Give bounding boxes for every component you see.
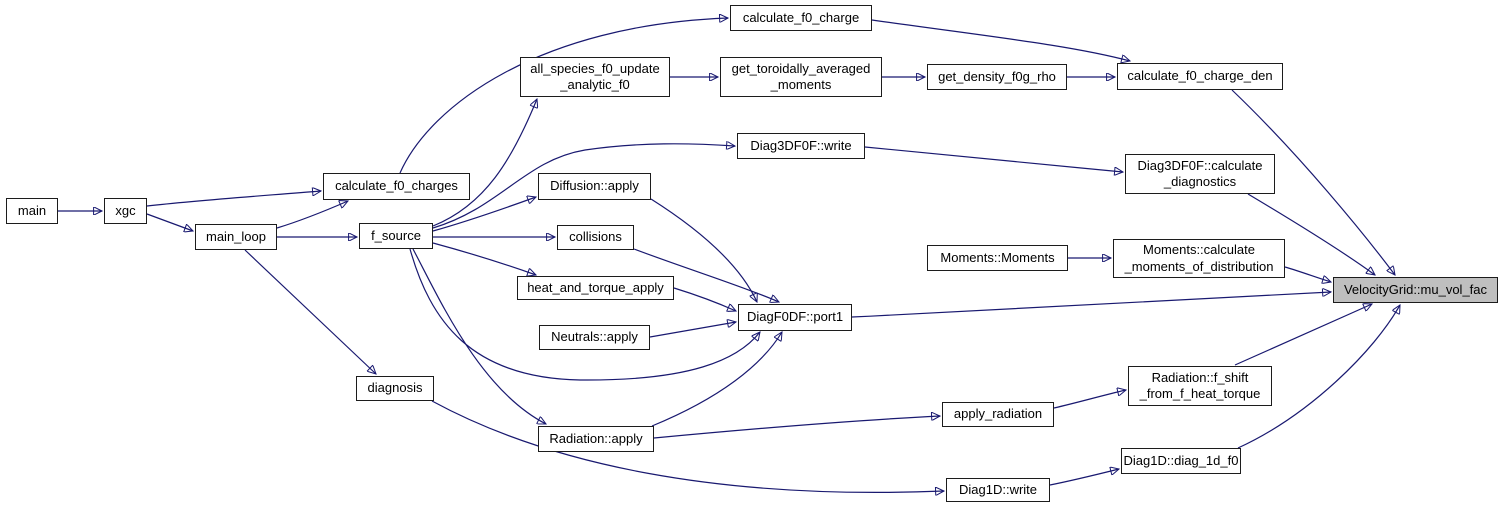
node-get-density-f0g-rho[interactable]: get_density_f0g_rho xyxy=(927,64,1067,90)
node-get-toroidally-averaged-moments[interactable]: get_toroidally_averaged _moments xyxy=(720,57,882,97)
node-calculate-f0-charge[interactable]: calculate_f0_charge xyxy=(730,5,872,31)
node-diag3df0f-calculate-diagnostics[interactable]: Diag3DF0F::calculate _diagnostics xyxy=(1125,154,1275,194)
node-velocitygrid-mu-vol-fac: VelocityGrid::mu_vol_fac xyxy=(1333,277,1498,303)
edge-diag1d_write-diag_1d_f0 xyxy=(1049,469,1119,486)
edge-xgc-main_loop xyxy=(146,213,193,231)
node-neutrals-apply[interactable]: Neutrals::apply xyxy=(539,325,650,350)
edge-f_source-diffusion_apply xyxy=(432,197,536,232)
node-diag3df0f-write[interactable]: Diag3DF0F::write xyxy=(737,133,865,159)
edge-calculate_diagnostics-mu_vol_fac xyxy=(1247,193,1375,275)
edge-xgc-calculate_f0_charges xyxy=(146,191,321,207)
node-f-source[interactable]: f_source xyxy=(359,223,433,249)
edge-calculate_f0_charge_den-mu_vol_fac xyxy=(1231,89,1395,275)
node-moments-calculate-moments-of-distribution[interactable]: Moments::calculate _moments_of_distribut… xyxy=(1113,239,1285,278)
node-diagf0df-port1[interactable]: DiagF0DF::port1 xyxy=(738,304,852,331)
edge-diffusion_apply-diagf0df_port1 xyxy=(650,198,757,302)
node-radiation-apply[interactable]: Radiation::apply xyxy=(538,426,654,452)
edge-f_source-radiation_apply xyxy=(412,248,546,425)
node-diagnosis[interactable]: diagnosis xyxy=(356,376,434,401)
node-radiation-f-shift-from-f-heat-torque[interactable]: Radiation::f_shift _from_f_heat_torque xyxy=(1128,366,1272,406)
edge-radiation_apply-diagf0df_port1 xyxy=(651,332,782,427)
node-all-species-f0-update-analytic-f0[interactable]: all_species_f0_update _analytic_f0 xyxy=(520,57,670,97)
node-xgc[interactable]: xgc xyxy=(104,198,147,224)
edge-moments_calculate-mu_vol_fac xyxy=(1284,266,1331,282)
node-collisions[interactable]: collisions xyxy=(557,225,634,250)
edge-apply_radiation-f_shift xyxy=(1053,390,1126,409)
node-calculate-f0-charge-den[interactable]: calculate_f0_charge_den xyxy=(1117,63,1283,90)
edge-f_source-diag3df0f_write xyxy=(432,144,735,229)
edge-radiation_apply-apply_radiation xyxy=(653,416,940,439)
edge-f_source-diagf0df_port1 xyxy=(409,248,760,381)
edge-calculate_f0_charge-calculate_f0_charge_den xyxy=(871,19,1130,61)
edge-f_source-heat_and_torque_apply xyxy=(432,242,536,275)
node-calculate-f0-charges[interactable]: calculate_f0_charges xyxy=(323,173,470,200)
node-diffusion-apply[interactable]: Diffusion::apply xyxy=(538,173,651,200)
node-moments-moments[interactable]: Moments::Moments xyxy=(927,245,1068,271)
edge-diagnosis-diag1d_write xyxy=(431,400,944,492)
edge-calculate_f0_charges-calculate_f0_charge xyxy=(399,18,728,174)
edge-neutrals_apply-diagf0df_port1 xyxy=(649,322,736,338)
node-heat-and-torque-apply[interactable]: heat_and_torque_apply xyxy=(517,276,674,300)
edge-diagf0df_port1-mu_vol_fac xyxy=(851,292,1331,318)
node-apply-radiation[interactable]: apply_radiation xyxy=(942,402,1054,427)
edge-main_loop-calculate_f0_charges xyxy=(276,201,348,229)
edge-f_shift-mu_vol_fac xyxy=(1234,304,1372,366)
node-diag1d-write[interactable]: Diag1D::write xyxy=(946,478,1050,502)
node-diag1d-diag-1d-f0[interactable]: Diag1D::diag_1d_f0 xyxy=(1121,448,1241,474)
edge-main_loop-diagnosis xyxy=(244,249,376,374)
node-main[interactable]: main xyxy=(6,198,58,224)
node-main-loop[interactable]: main_loop xyxy=(195,224,277,250)
edge-diag3df0f_write-calculate_diagnostics xyxy=(864,146,1123,172)
edge-f_source-all_species xyxy=(432,99,537,227)
edge-collisions-diagf0df_port1 xyxy=(633,248,779,302)
edge-diag_1d_f0-mu_vol_fac xyxy=(1237,305,1400,449)
edge-heat_and_torque_apply-diagf0df_port1 xyxy=(673,287,736,311)
